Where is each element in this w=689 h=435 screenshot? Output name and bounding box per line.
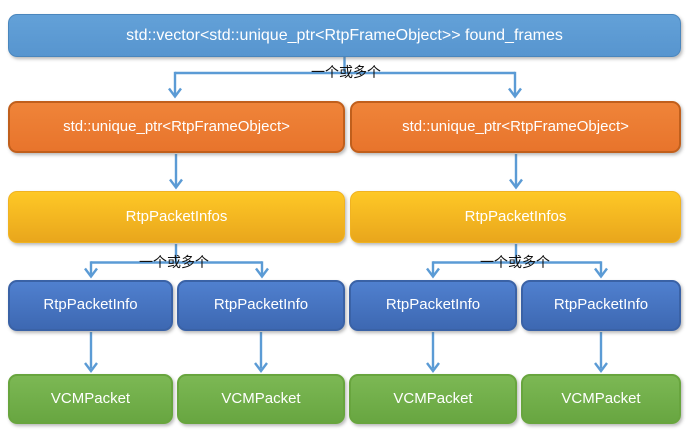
- arrowhead-info3: [426, 362, 440, 373]
- arrowhead-frame2: [509, 178, 523, 190]
- root-vector-box: std::vector<std::unique_ptr<RtpFrameObje…: [8, 14, 681, 57]
- arrowhead-frame1: [169, 178, 183, 190]
- arrowhead-infos1-right: [255, 267, 269, 279]
- arrowhead-root-right: [508, 87, 522, 99]
- vcm-packet-box-2: VCMPacket: [177, 374, 345, 424]
- rtp-packet-info-box-4: RtpPacketInfo: [521, 280, 681, 331]
- frame-object-box-2: std::unique_ptr<RtpFrameObject>: [350, 101, 681, 153]
- arrowhead-infos2-left: [426, 267, 440, 279]
- rtp-packet-infos-box-1: RtpPacketInfos: [8, 191, 345, 243]
- rtp-packet-info-box-2: RtpPacketInfo: [177, 280, 345, 331]
- vcm-packet-box-4: VCMPacket: [521, 374, 681, 424]
- vcm-packet-box-1: VCMPacket: [8, 374, 173, 424]
- frame-object-box-1: std::unique_ptr<RtpFrameObject>: [8, 101, 345, 153]
- arrowhead-infos1-left: [84, 267, 98, 279]
- label-one-or-more-top: 一个或多个: [311, 64, 381, 80]
- arrowhead-infos2-right: [594, 267, 608, 279]
- vcm-packet-box-3: VCMPacket: [349, 374, 517, 424]
- label-one-or-more-left: 一个或多个: [139, 254, 209, 270]
- rtp-packet-infos-box-2: RtpPacketInfos: [350, 191, 681, 243]
- arrowhead-info2: [254, 362, 268, 373]
- rtp-packet-info-box-3: RtpPacketInfo: [349, 280, 517, 331]
- arrowhead-info4: [594, 362, 608, 373]
- label-one-or-more-right: 一个或多个: [480, 254, 550, 270]
- arrowhead-root-left: [168, 87, 182, 99]
- arrowhead-info1: [84, 362, 98, 373]
- rtp-packet-info-box-1: RtpPacketInfo: [8, 280, 173, 331]
